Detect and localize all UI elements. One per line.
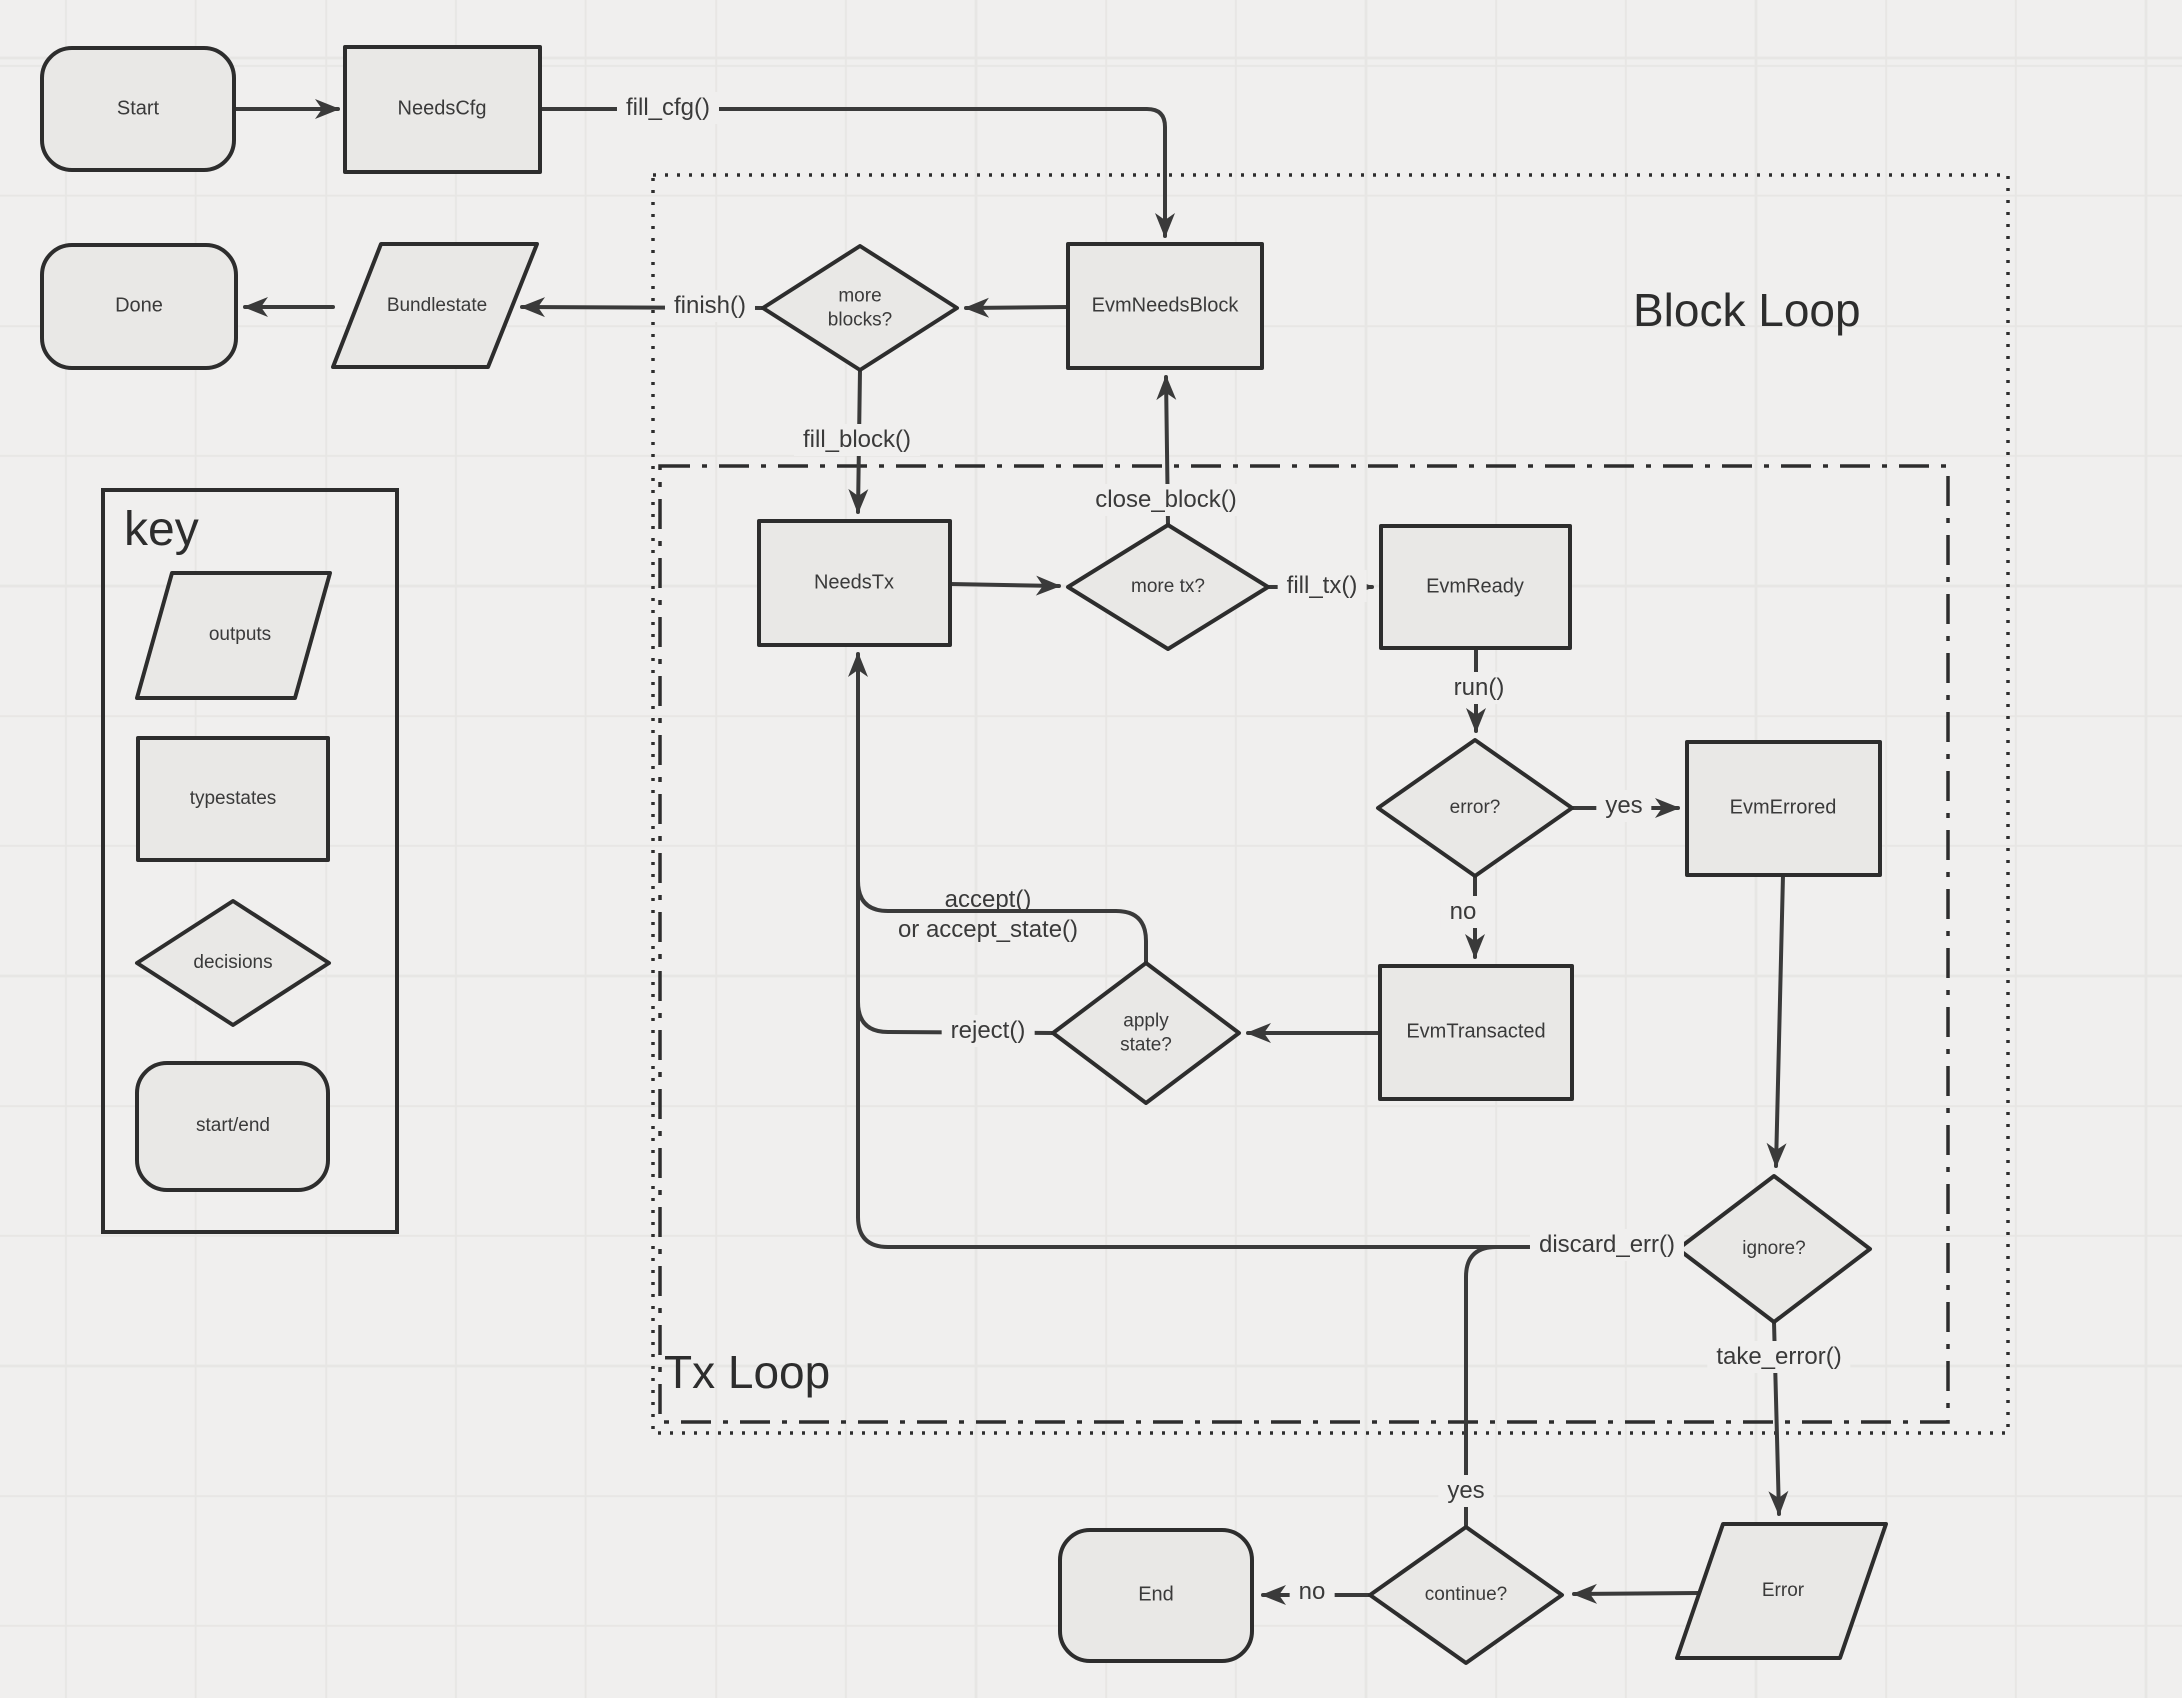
edge-evmerrored-to-ignore	[1766, 873, 1787, 1168]
node-moretx-shape	[1066, 523, 1270, 651]
edge-label-no-error: no	[1440, 896, 1486, 928]
node-evmtransacted-shape	[1378, 964, 1574, 1101]
node-start-shape	[40, 46, 236, 172]
edge-label-fill-cfg: fill_cfg()	[616, 92, 720, 124]
node-end-label: End	[1138, 1583, 1174, 1606]
edge-label-take-error: take_error()	[1707, 1341, 1851, 1373]
key-typestates-shape	[136, 736, 330, 862]
node-bundlestate-label: Bundlestate	[386, 295, 488, 317]
node-error-output-label: Error	[1761, 1580, 1805, 1602]
node-needstx-shape	[757, 519, 952, 647]
node-error-decision-shape	[1376, 738, 1574, 878]
node-evmerrored-label: EvmErrored	[1729, 796, 1837, 819]
edge-label-fill-block: fill_block()	[793, 424, 921, 456]
node-error-output-shape	[1675, 1522, 1888, 1660]
edge-label-yes-error: yes	[1596, 790, 1652, 822]
key-startend-label: start/end	[196, 1115, 270, 1137]
node-done-shape	[40, 243, 238, 370]
edge-accept	[856, 879, 1148, 965]
node-moreblocks-shape	[761, 244, 959, 372]
node-evmneedsblock-label: EvmNeedsBlock	[1091, 294, 1239, 317]
node-evmready-shape	[1379, 524, 1572, 650]
edge-label-close-block: close_block()	[1086, 484, 1246, 516]
edge-label-no-continue: no	[1289, 1576, 1335, 1608]
edge-fill-cfg	[538, 107, 1175, 238]
key-title: key	[124, 503, 199, 556]
node-applystate-label: apply state?	[1120, 1010, 1172, 1055]
node-needstx-label: NeedsTx	[813, 571, 895, 594]
key-startend-shape	[135, 1061, 330, 1192]
node-applystate-shape	[1051, 961, 1241, 1105]
edge-label-finish: finish()	[664, 290, 756, 322]
edge-evmneedsblock-to-moreblocks	[964, 297, 1070, 318]
node-continue-shape	[1368, 1525, 1564, 1665]
tx-loop-title: Tx Loop	[664, 1346, 831, 1398]
edge-discard-err	[856, 1215, 1680, 1249]
key-decisions-label: decisions	[193, 952, 273, 974]
key-typestates-label: typestates	[189, 788, 277, 810]
block-loop-border	[651, 173, 2010, 1435]
edge-label-accept-line2: or accept_state()	[897, 916, 1079, 943]
node-done-label: Done	[115, 294, 163, 317]
key-outputs-shape	[135, 571, 332, 700]
node-needscfg-label: NeedsCfg	[397, 97, 487, 120]
node-needscfg-shape	[343, 45, 542, 174]
edge-error-to-continue	[1572, 1583, 1701, 1604]
edge-label-accept: accept() or accept_state()	[898, 885, 1078, 945]
edge-label-reject: reject()	[941, 1015, 1035, 1047]
edge-label-yes-continue: yes	[1438, 1475, 1494, 1507]
node-ignore-shape	[1676, 1174, 1872, 1324]
key-outputs-label: outputs	[208, 624, 272, 646]
node-moretx-label: more tx?	[1131, 576, 1205, 598]
edge-label-run: run()	[1444, 672, 1514, 704]
edge-label-discard-err: discard_err()	[1529, 1229, 1685, 1261]
node-end-shape	[1058, 1528, 1254, 1663]
node-evmneedsblock-shape	[1066, 242, 1264, 370]
node-evmerrored-shape	[1685, 740, 1882, 877]
node-evmtransacted-label: EvmTransacted	[1406, 1020, 1546, 1043]
node-continue-label: continue?	[1424, 1584, 1508, 1606]
node-start-label: Start	[116, 97, 160, 120]
block-loop-title: Block Loop	[1633, 284, 1861, 336]
node-error-decision-label: error?	[1449, 797, 1501, 819]
node-bundlestate-shape	[331, 242, 539, 369]
edge-label-fill-tx: fill_tx()	[1277, 570, 1367, 602]
edge-label-accept-line1: accept()	[944, 886, 1032, 913]
key-decisions-shape	[135, 899, 331, 1027]
edge-reject	[856, 1000, 1055, 1035]
edge-ignore-yes-to-continue	[1464, 1245, 1542, 1527]
node-ignore-label: ignore?	[1742, 1238, 1806, 1260]
key-box-border	[101, 488, 399, 1234]
node-moreblocks-label: more blocks?	[827, 285, 893, 330]
edge-needstx-to-moretx	[948, 575, 1061, 596]
node-evmready-label: EvmReady	[1426, 575, 1524, 598]
